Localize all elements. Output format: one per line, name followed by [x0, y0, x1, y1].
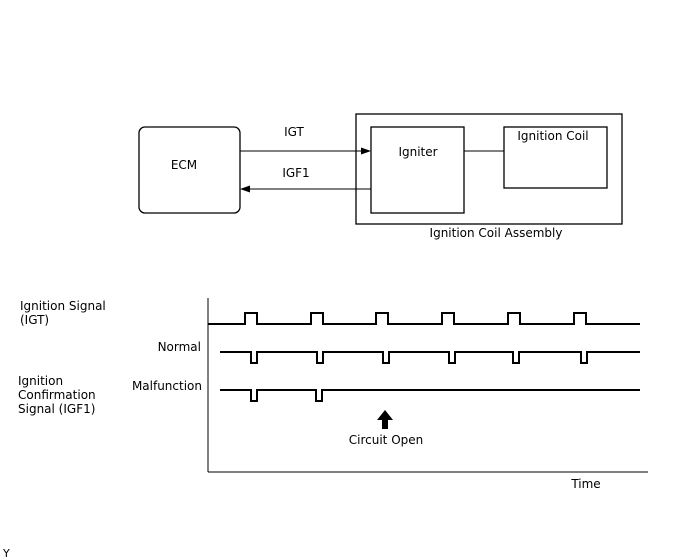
confirmation-signal-label-2: Confirmation	[18, 388, 96, 402]
igf1-malfunction-waveform	[220, 389, 640, 402]
igt-arrowhead	[361, 147, 371, 155]
ignition-coil-box	[503, 126, 608, 189]
igt-label: IGT	[284, 125, 304, 139]
ignition-signal-label: Ignition Signal	[20, 299, 106, 313]
corner-mark: Y	[2, 547, 10, 560]
igniter-box	[370, 126, 465, 214]
confirmation-signal-label-1: Ignition	[18, 374, 63, 388]
igniter-label: Igniter	[398, 145, 437, 159]
igf1-label: IGF1	[282, 166, 309, 180]
circuit-open-arrow-icon	[377, 410, 393, 429]
ignition-signal-sublabel: (IGT)	[20, 313, 49, 327]
malfunction-label: Malfunction	[132, 379, 202, 393]
ecm-label: ECM	[171, 158, 197, 172]
ignition-coil-assembly-box	[355, 113, 623, 225]
normal-label: Normal	[158, 340, 201, 354]
ecm-box	[138, 126, 241, 214]
igt-waveform	[208, 312, 640, 325]
time-axis-label: Time	[570, 477, 600, 491]
assembly-label: Ignition Coil Assembly	[430, 226, 563, 240]
igf1-arrowhead	[240, 185, 250, 193]
igf1-normal-waveform	[220, 351, 640, 364]
confirmation-signal-label-3: Signal (IGF1)	[18, 402, 95, 416]
ignition-coil-label: Ignition Coil	[517, 129, 588, 143]
circuit-open-label: Circuit Open	[349, 433, 424, 447]
